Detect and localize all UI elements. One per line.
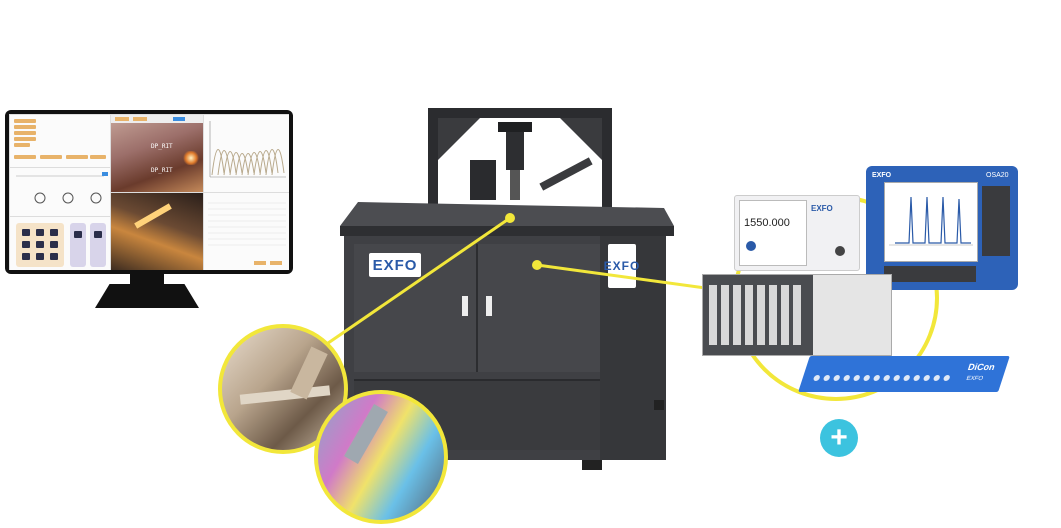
laser-brand: EXFO [811, 204, 833, 213]
osa-brand: EXFO [872, 172, 892, 179]
station-logo-front: EXFO [369, 253, 421, 277]
optical-switch: DiCon EXFO [798, 356, 1010, 392]
control-panel [9, 114, 111, 168]
optical-spectrum-analyzer: EXFO OSA20 [866, 166, 1018, 290]
alignment-diagram [9, 167, 111, 217]
software-screen: DP_RIT DP_RIT [9, 114, 289, 270]
plus-icon: + [820, 419, 858, 457]
camera-label-2: DP_RIT [151, 167, 173, 174]
osa-model: OSA20 [986, 172, 1009, 179]
monitor-stand-neck [130, 274, 164, 284]
laser-wavelength: 1550.000 [744, 217, 790, 229]
results-table [203, 192, 289, 270]
monitor: DP_RIT DP_RIT [5, 110, 293, 274]
station-logo-side: EXFO [604, 244, 639, 288]
rack-instrument [702, 274, 892, 356]
probe-closeup-photo [218, 324, 348, 454]
spectrum-plot [203, 114, 289, 193]
camera-label-1: DP_RIT [151, 143, 173, 150]
camera-view: DP_RIT DP_RIT [110, 114, 204, 193]
wafer-closeup-photo [314, 390, 448, 524]
switch-partner: EXFO [965, 376, 984, 382]
wafer-map [9, 216, 111, 270]
laser-display: 1550.000 [739, 200, 807, 266]
osa-screen [884, 182, 978, 262]
process-photo [110, 192, 204, 270]
tunable-laser: 1550.000 EXFO [734, 195, 860, 271]
switch-brand: DiCon [966, 362, 997, 372]
monitor-stand-base [95, 284, 199, 308]
